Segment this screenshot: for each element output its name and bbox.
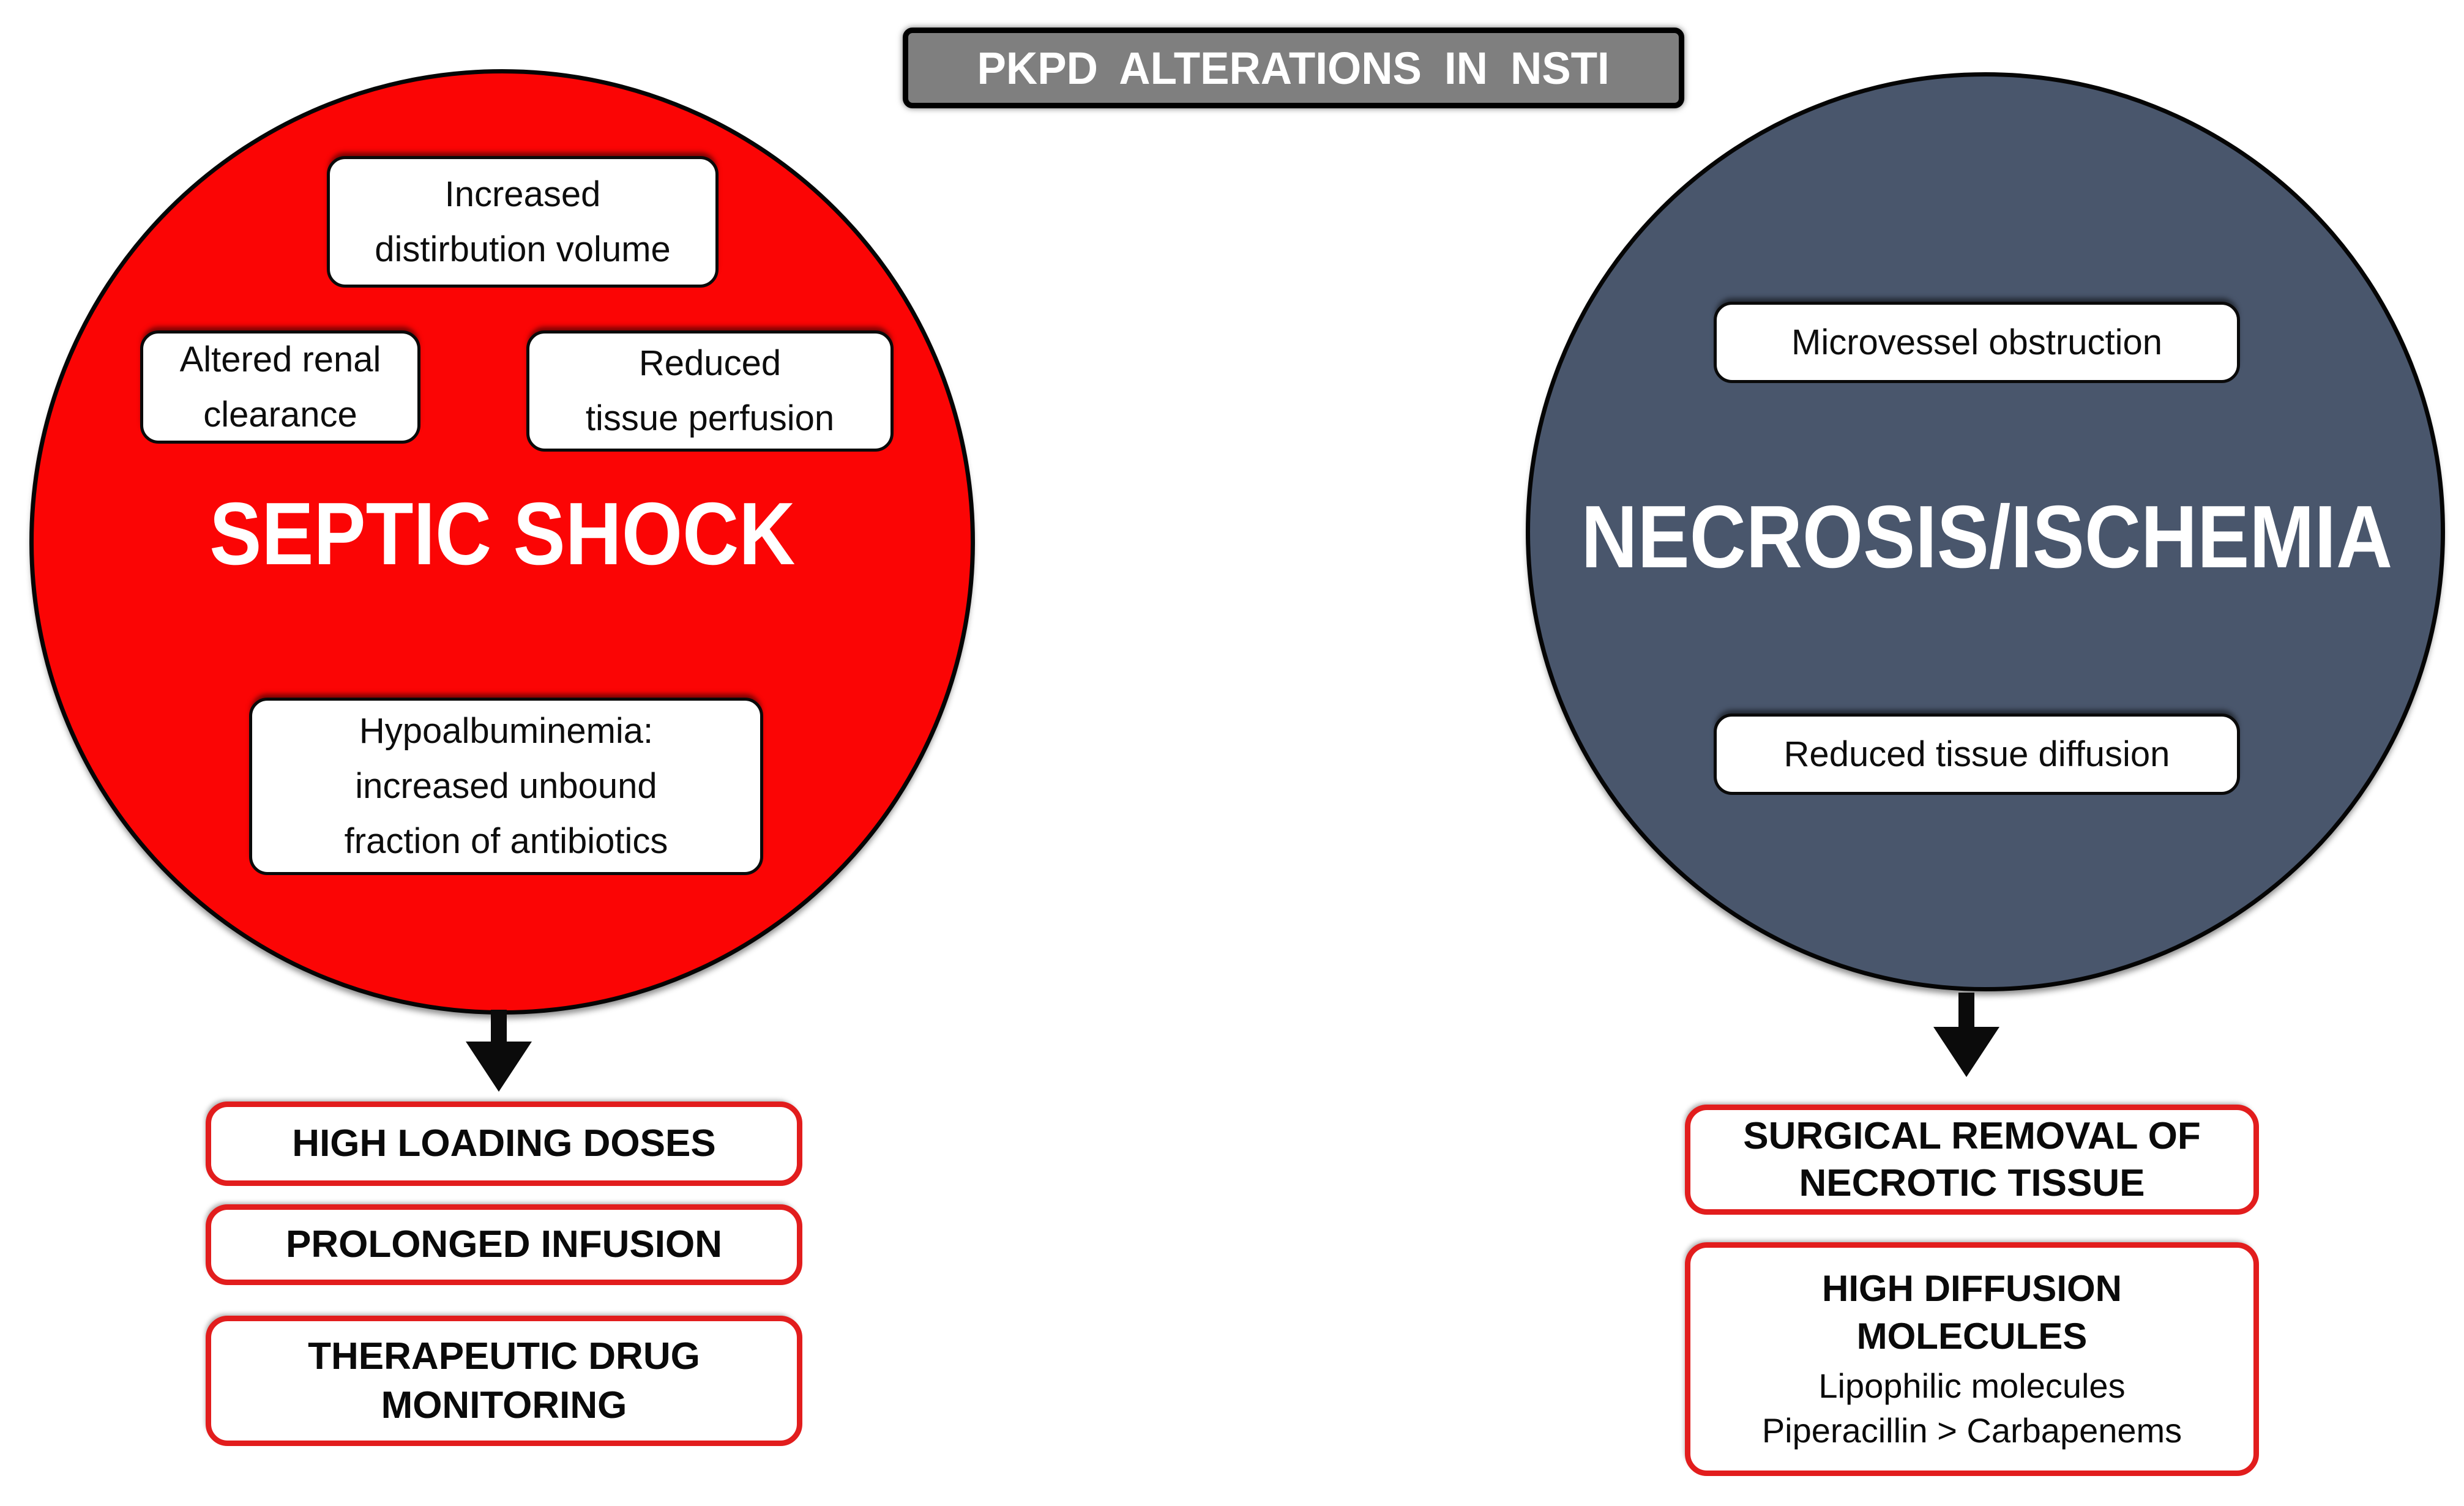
intervention-therapeutic-drug-monitoring: THERAPEUTIC DRUG MONITORING: [206, 1316, 802, 1446]
septic-shock-title: SEPTIC SHOCK: [209, 484, 796, 583]
factor-increased-distribution-volume: Increased distirbution volume: [327, 156, 719, 288]
down-arrow-icon: [1933, 1027, 1999, 1077]
intervention-prolonged-infusion: PROLONGED INFUSION: [206, 1204, 802, 1285]
necrosis-ischemia-circle: [1526, 72, 2445, 991]
page-title: PKPD ALTERATIONS IN NSTI: [977, 42, 1610, 94]
factor-reduced-tissue-perfusion: Reduced tissue perfusion: [526, 330, 894, 452]
down-arrow-icon: [466, 1042, 532, 1092]
page-title-box: PKPD ALTERATIONS IN NSTI: [903, 28, 1684, 108]
intervention-high-loading-doses: HIGH LOADING DOSES: [206, 1102, 802, 1186]
intervention-surgical-removal-necrotic-tissue: SURGICAL REMOVAL OF NECROTIC TISSUE: [1685, 1105, 2259, 1215]
down-arrow-icon: [491, 1010, 507, 1044]
factor-altered-renal-clearance: Altered renal clearance: [140, 330, 420, 444]
intervention-detail: Lipophilic molecules Piperacillin > Carb…: [1761, 1366, 2182, 1450]
factor-reduced-tissue-diffusion: Reduced tissue diffusion: [1714, 714, 2240, 795]
factor-microvessel-obstruction: Microvessel obstruction: [1714, 302, 2240, 383]
factor-hypoalbuminemia: Hypoalbuminemia: increased unbound fract…: [249, 698, 763, 875]
down-arrow-icon: [1958, 993, 1974, 1029]
intervention-high-diffusion-molecules: HIGH DIFFUSION MOLECULES Lipophilic mole…: [1685, 1242, 2259, 1476]
necrosis-ischemia-title: NECROSIS/ISCHEMIA: [1581, 487, 2393, 586]
intervention-heading: HIGH DIFFUSION MOLECULES: [1822, 1268, 2122, 1357]
